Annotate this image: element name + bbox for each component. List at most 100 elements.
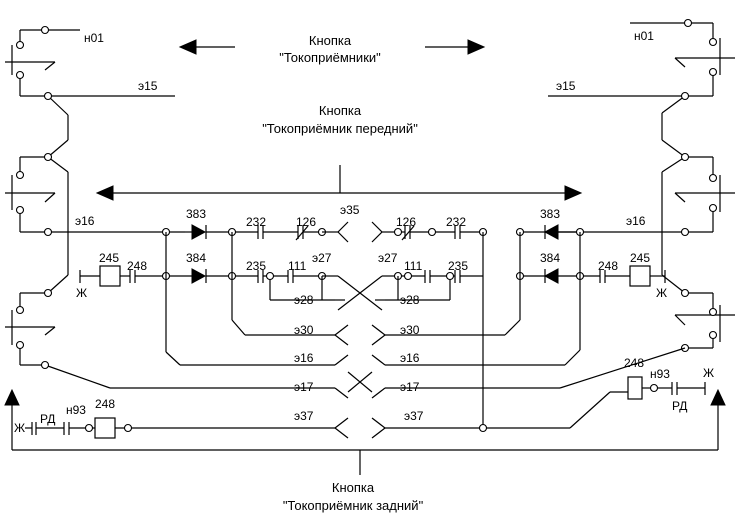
row-e37-left: Ж РД н93 248 э37 — [14, 397, 335, 439]
caption-top: Кнопка "Токоприёмники" — [279, 33, 381, 65]
node — [15, 40, 25, 50]
wire-label-e27-right: э27 — [378, 251, 398, 265]
node — [43, 91, 53, 101]
node — [43, 227, 53, 237]
relay-245-left — [99, 265, 121, 287]
node — [393, 227, 403, 237]
node — [649, 383, 659, 393]
wire-label-n93-left: н93 — [66, 403, 86, 417]
node — [478, 423, 488, 433]
wire-label-e35: э35 — [340, 203, 360, 217]
label-zh-right: Ж — [656, 286, 667, 300]
node — [123, 423, 133, 433]
left-contact-column: н01 э15 э16 — [5, 25, 335, 389]
arrow-right-top — [425, 39, 486, 55]
wire-label-e15-right: э15 — [556, 79, 576, 93]
wire-label-384-left: 384 — [186, 251, 206, 265]
node — [40, 360, 50, 370]
wire-label-n01-right: н01 — [634, 29, 654, 43]
node — [680, 152, 690, 162]
node — [15, 340, 25, 350]
wire-label-e16-left: э16 — [75, 214, 95, 228]
caption-mid-line2: "Токоприёмник передний" — [262, 121, 418, 136]
caption-bottom-line2: "Токоприёмник задний" — [283, 498, 424, 513]
node — [15, 70, 25, 80]
node — [708, 67, 718, 77]
arrow-left-top — [178, 39, 235, 55]
node — [708, 37, 718, 47]
arrow-mid-horizontal — [95, 165, 583, 201]
right-bus-lines: э28 э30 э16 э17 э37 — [385, 232, 686, 433]
wire-label-126-left: 126 — [296, 215, 316, 229]
wire-label-384-right: 384 — [540, 251, 560, 265]
wire-label-e37-right: э37 — [404, 409, 424, 423]
wire-label-n93-right: н93 — [650, 367, 670, 381]
wire-label-383-left: 383 — [186, 207, 206, 221]
node — [708, 173, 718, 183]
wire-label-235-left: 235 — [246, 259, 266, 273]
wire-label-235-right: 235 — [448, 259, 468, 273]
wire-label-e17-right: э17 — [400, 380, 420, 394]
node — [427, 227, 437, 237]
row-e37-right: 248 н93 РД Ж — [624, 356, 714, 413]
node — [43, 152, 53, 162]
node — [40, 25, 50, 35]
left-bus-lines: э28 э30 э16 э17 — [165, 232, 335, 394]
wire-label-232-right: 232 — [446, 215, 466, 229]
row-383-right: 126 232 383 — [393, 207, 585, 241]
wire-label-n01-left: н01 — [84, 31, 104, 45]
wire-label-e16-right: э16 — [626, 214, 646, 228]
node — [403, 271, 413, 281]
node — [683, 18, 693, 28]
relay-248-right — [627, 376, 643, 400]
right-contact-column: н01 э15 э16 — [548, 18, 735, 353]
node — [15, 170, 25, 180]
center-crossover: э35 — [322, 203, 398, 439]
node — [708, 307, 718, 317]
node — [680, 227, 690, 237]
node — [84, 423, 94, 433]
wire-label-e27-left: э27 — [312, 251, 332, 265]
wire-label-245-right: 245 — [630, 251, 650, 265]
wire-label-e16-mid-left: э16 — [294, 351, 314, 365]
caption-mid-line1: Кнопка — [319, 103, 362, 118]
label-rd-right: РД — [672, 399, 687, 413]
wire-label-e37-left: э37 — [294, 409, 314, 423]
wire-label-248-bottom-left: 248 — [95, 397, 115, 411]
wire-label-e17-left: э17 — [294, 380, 314, 394]
label-zh-bottom-right: Ж — [703, 366, 714, 380]
wire-label-e30-right: э30 — [400, 323, 420, 337]
wire-label-e28-right: э28 — [400, 293, 420, 307]
arrow-bottom-loop — [4, 388, 726, 475]
node — [265, 271, 275, 281]
wire-label-e15-left: э15 — [138, 79, 158, 93]
row-384-right: э27 111 235 384 248 245 Ж — [378, 251, 667, 300]
wire-label-111-right: 111 — [404, 259, 423, 273]
relay-248-left — [94, 417, 116, 439]
caption-bottom: Кнопка "Токоприёмник задний" — [283, 480, 424, 513]
node — [680, 91, 690, 101]
wire-label-111-left: 111 — [288, 259, 307, 273]
caption-mid: Кнопка "Токоприёмник передний" — [262, 103, 418, 136]
row-383-left: 383 232 126 — [161, 207, 327, 241]
node — [445, 271, 455, 281]
node — [708, 330, 718, 340]
wire-label-248-bottom-right: 248 — [624, 356, 644, 370]
wire-label-e16-mid-right: э16 — [400, 351, 420, 365]
caption-top-line2: "Токоприёмники" — [279, 50, 381, 65]
label-zh-left: Ж — [76, 286, 87, 300]
wire-label-383-right: 383 — [540, 207, 560, 221]
label-rd-left: РД — [40, 412, 55, 426]
caption-top-line1: Кнопка — [309, 33, 352, 48]
wire-label-126-right: 126 — [396, 215, 416, 229]
node — [15, 305, 25, 315]
node — [680, 288, 690, 298]
caption-bottom-line1: Кнопка — [332, 480, 375, 495]
node — [43, 288, 53, 298]
label-zh-bottom-left: Ж — [14, 421, 25, 435]
wire-label-232-left: 232 — [246, 215, 266, 229]
wire-label-245-left: 245 — [99, 251, 119, 265]
node — [15, 205, 25, 215]
node — [708, 203, 718, 213]
